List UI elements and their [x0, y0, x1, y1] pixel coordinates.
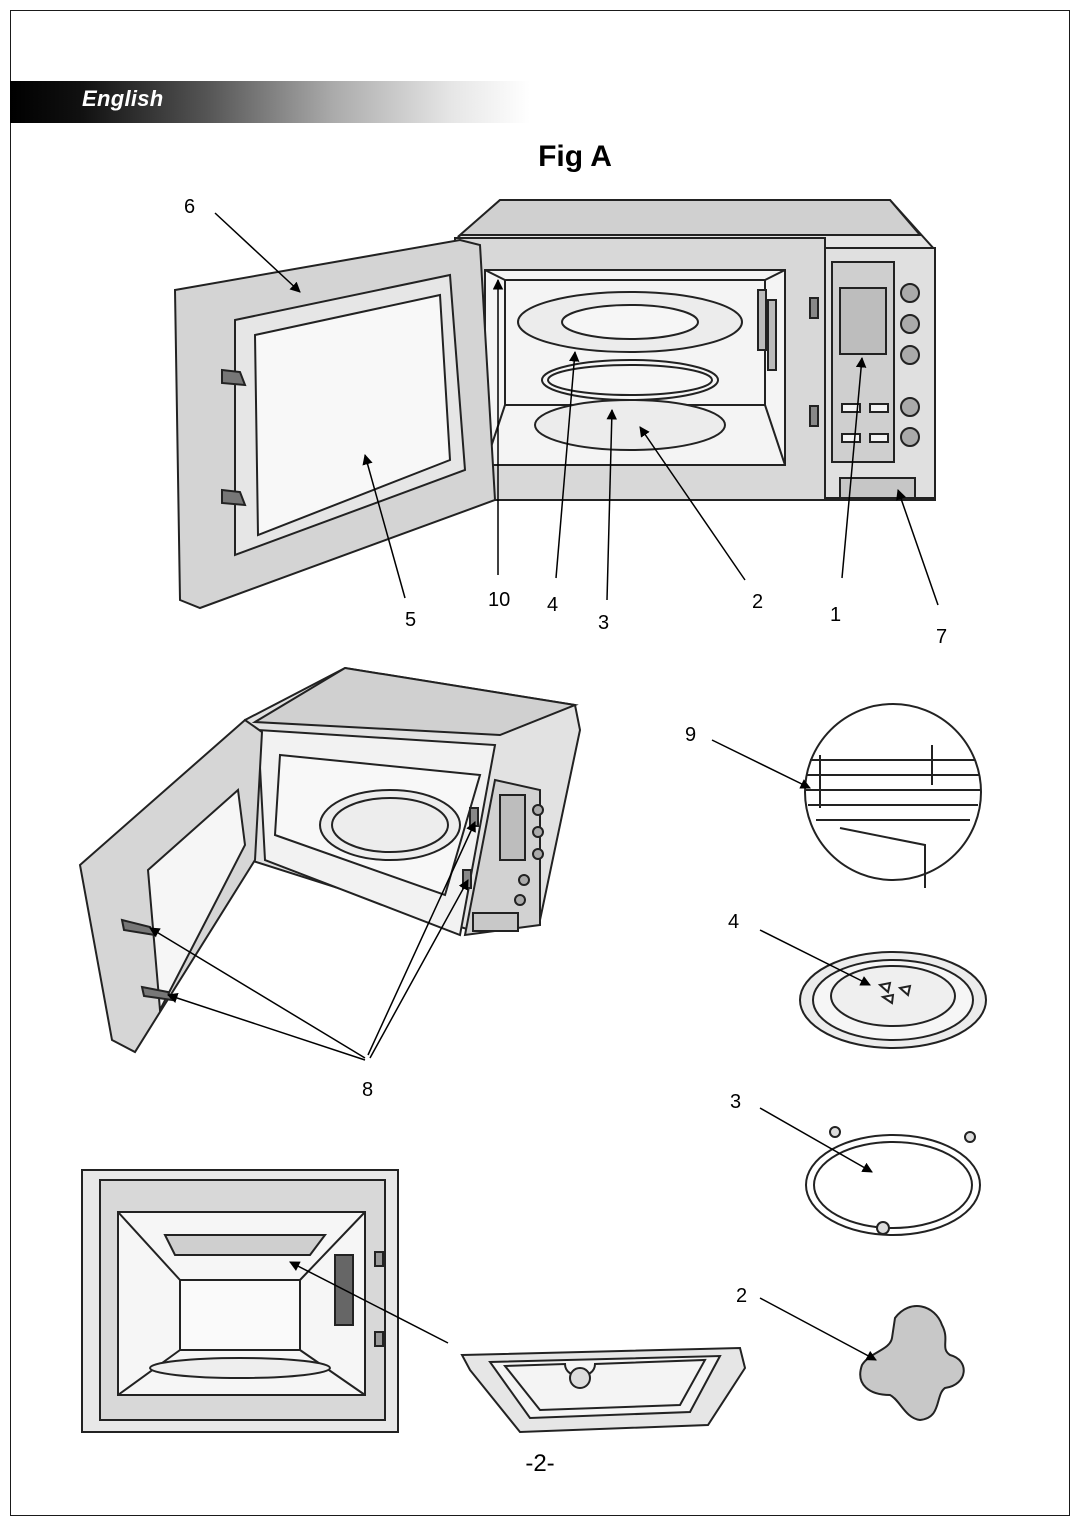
roller-ring — [805, 1126, 981, 1236]
callout-arrows-latches — [149, 821, 476, 1061]
cavity-interior-view — [81, 1169, 399, 1433]
grill-heater-detail — [460, 1346, 747, 1434]
callout-6: 6 — [184, 196, 196, 218]
callout-1: 1 — [830, 604, 842, 626]
callout-8: 8 — [362, 1079, 374, 1101]
callout-2-coupler: 2 — [736, 1285, 748, 1307]
figure-title: Fig A — [538, 140, 612, 173]
turntable-coupler — [859, 1305, 965, 1422]
callout-3: 3 — [598, 612, 610, 634]
microwave-front-view — [173, 199, 936, 610]
language-label: English — [82, 86, 164, 111]
callout-2: 2 — [752, 591, 764, 613]
callout-9-rack: 9 — [685, 724, 697, 746]
page-number: -2- — [525, 1450, 555, 1477]
callout-3-ring: 3 — [730, 1091, 742, 1113]
callout-5: 5 — [405, 609, 417, 631]
callout-arrows-accessories — [289, 739, 877, 1361]
grill-rack — [804, 703, 982, 888]
microwave-angled-view — [78, 666, 582, 1054]
callout-4: 4 — [547, 594, 559, 616]
language-banner — [10, 81, 530, 123]
callout-7: 7 — [936, 626, 948, 648]
glass-turntable — [799, 951, 987, 1049]
page-border — [10, 10, 1070, 1516]
callout-4-turntable: 4 — [728, 911, 740, 933]
callout-10: 10 — [488, 589, 511, 611]
callout-arrows-top — [214, 212, 939, 606]
